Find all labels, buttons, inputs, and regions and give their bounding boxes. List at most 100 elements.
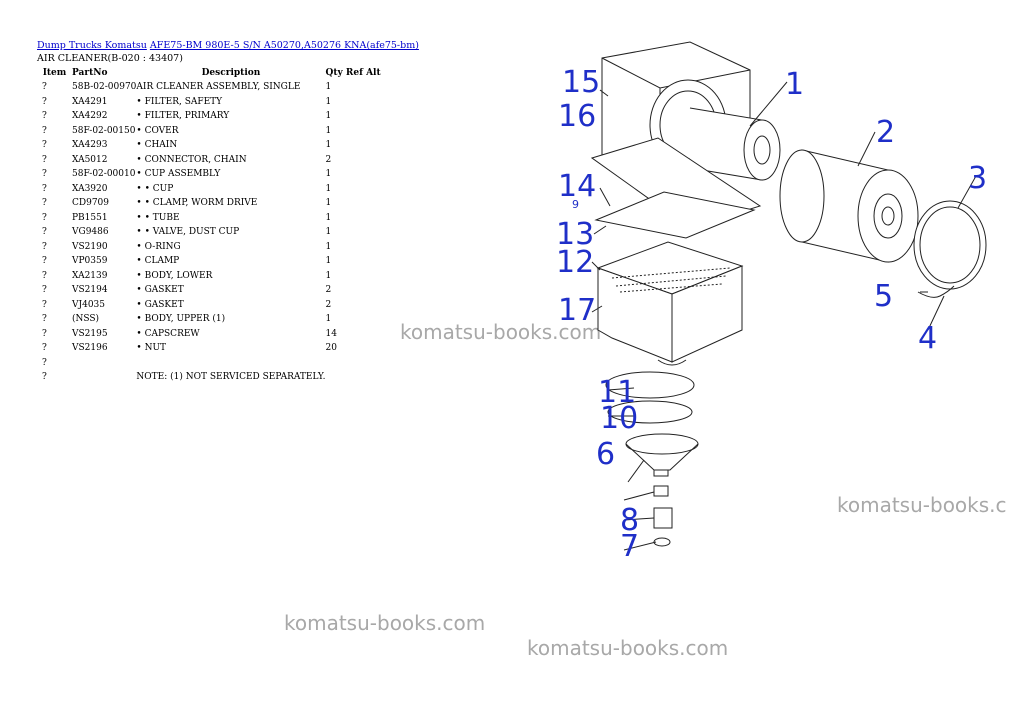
row-partno: VG9486 xyxy=(72,227,109,238)
watermark: komatsu-books.c xyxy=(837,493,1007,517)
callout-17: 17 xyxy=(558,293,596,328)
safety-filter-drawing xyxy=(689,107,781,181)
row-qty: 20 xyxy=(325,343,337,354)
row-partno: VJ4035 xyxy=(72,299,106,310)
row-qty: 2 xyxy=(325,299,332,310)
callout-9: 9 xyxy=(572,198,579,211)
row-partno: VP0359 xyxy=(72,256,108,267)
table-row: ? xyxy=(37,356,386,371)
row-description: • NUT xyxy=(136,343,167,354)
row-partno xyxy=(72,370,136,385)
row-item: ? xyxy=(42,357,47,368)
row-partno: XA3920 xyxy=(72,183,108,194)
row-description: • O-RING xyxy=(136,241,181,252)
watermark: komatsu-books.com xyxy=(284,611,486,635)
parts-table: Item PartNo Description Qty Ref Alt ? 58B… xyxy=(37,66,386,385)
row-description: NOTE: (1) NOT SERVICED SEPARATELY. xyxy=(136,372,326,383)
row-item: ? xyxy=(42,285,47,296)
row-item: ? xyxy=(42,183,47,194)
callout-13: 13 xyxy=(556,217,594,252)
header-qty: Qty Ref Alt xyxy=(325,68,381,78)
row-item: ? xyxy=(42,256,47,267)
callout-3: 3 xyxy=(968,161,987,196)
row-qty: 2 xyxy=(325,154,332,165)
table-row: ? 58F-02-00010• CUP ASSEMBLY 1 xyxy=(37,167,386,182)
row-partno: XA5012 xyxy=(72,154,108,165)
row-item: ? xyxy=(42,154,47,165)
row-description: • • VALVE, DUST CUP xyxy=(136,227,240,238)
row-description: • CAPSCREW xyxy=(136,328,200,339)
row-item: ? xyxy=(42,343,47,354)
o-ring-drawing xyxy=(607,400,693,424)
callout-5: 5 xyxy=(874,279,893,314)
row-qty: 1 xyxy=(325,169,332,180)
row-qty: 1 xyxy=(325,140,332,151)
row-description: • GASKET xyxy=(136,299,184,310)
page-title: AIR CLEANER(B-020 : 43407) xyxy=(37,53,183,64)
callout-11: 11 xyxy=(598,375,636,410)
row-description: • • CLAMP, WORM DRIVE xyxy=(136,198,258,209)
callout-4: 4 xyxy=(918,321,937,356)
row-description: • BODY, LOWER xyxy=(136,270,213,281)
row-qty: 2 xyxy=(325,285,332,296)
row-item: ? xyxy=(42,169,47,180)
header-description: Description xyxy=(201,68,261,78)
row-item: ? xyxy=(42,328,47,339)
row-description: • COVER xyxy=(136,125,179,136)
table-header-row: Item PartNo Description Qty Ref Alt xyxy=(37,66,386,80)
breadcrumb-link-dump-trucks[interactable]: Dump Trucks Komatsu xyxy=(37,40,147,51)
row-description: • CUP ASSEMBLY xyxy=(136,169,221,180)
header-item: Item xyxy=(42,68,67,78)
callout-2: 2 xyxy=(876,115,895,150)
callout-7: 7 xyxy=(620,529,639,564)
row-description: • CHAIN xyxy=(136,140,178,151)
watermark: komatsu-books.com xyxy=(400,320,602,344)
cover-drawing xyxy=(913,200,987,290)
row-partno: XA4291 xyxy=(72,96,108,107)
row-item: ? xyxy=(42,198,47,209)
row-partno: 58F-02-00010 xyxy=(72,169,136,180)
chain-drawing xyxy=(917,285,955,298)
row-qty: 1 xyxy=(325,241,332,252)
row-item: ? xyxy=(42,314,47,325)
callout-15: 15 xyxy=(562,65,600,100)
row-description: • BODY, UPPER (1) xyxy=(136,314,226,325)
row-item: ? xyxy=(42,227,47,238)
row-description: • GASKET xyxy=(136,285,184,296)
clamp-drawing xyxy=(605,371,695,399)
row-qty: 1 xyxy=(325,111,332,122)
row-description: • FILTER, PRIMARY xyxy=(136,111,230,122)
row-partno: 58B-02-00970 xyxy=(72,82,137,93)
row-qty: 1 xyxy=(325,256,332,267)
row-description: • • CUP xyxy=(136,183,174,194)
row-partno: (NSS) xyxy=(72,314,100,325)
row-partno: VS2194 xyxy=(72,285,108,296)
table-row: ? VS2194 • GASKET 2 xyxy=(37,283,386,298)
row-item: ? xyxy=(42,82,47,93)
row-partno: VS2190 xyxy=(72,241,108,252)
callout-1: 1 xyxy=(785,67,804,102)
row-partno: 58F-02-00150 xyxy=(72,125,136,136)
row-partno: XA4292 xyxy=(72,111,108,122)
leader-lines xyxy=(591,81,977,551)
row-description: • • TUBE xyxy=(136,212,180,223)
exploded-parts-diagram: 1 2 3 4 5 6 7 8 9 10 11 12 13 14 15 16 1… xyxy=(556,41,987,564)
row-description: • FILTER, SAFETY xyxy=(136,96,223,107)
row-qty: 1 xyxy=(325,96,332,107)
row-item: ? xyxy=(42,372,47,383)
row-qty: 1 xyxy=(325,82,332,93)
breadcrumb-link-model[interactable]: AFE75-BM 980E-5 S/N A50270,A50276 KNA(af… xyxy=(149,40,419,51)
